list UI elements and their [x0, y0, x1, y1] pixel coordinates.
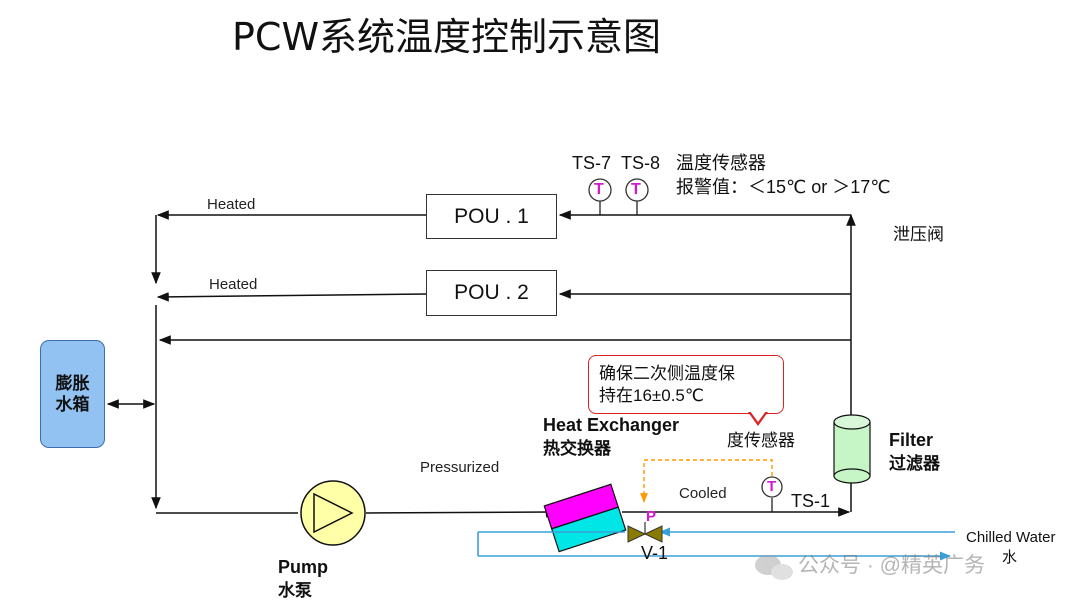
- pump-label-cn: 水泵: [278, 581, 312, 600]
- filter-top: [833, 414, 871, 430]
- heated-label-1: Heated: [207, 196, 256, 213]
- callout-tail-inner: [750, 411, 766, 422]
- heat-exchanger-label-en: Heat Exchanger: [543, 415, 680, 435]
- ts8-sensor-glyph: T: [631, 181, 641, 198]
- pressurized-label: Pressurized: [420, 459, 500, 476]
- ts1-sensor-label: 度传感器: [727, 431, 795, 450]
- ts1-sensor-icon: [761, 476, 783, 498]
- pump-label-en: Pump: [278, 557, 329, 577]
- filter-label-en: Filter: [889, 430, 934, 450]
- heated-label-2: Heated: [209, 276, 258, 293]
- filter-bottom: [833, 468, 871, 484]
- pump-outlet-line: [365, 511, 552, 514]
- page-title: PCW系统温度控制示意图: [232, 15, 662, 59]
- control-valve-v1: [627, 522, 663, 543]
- pump-arrow-icon: [313, 492, 354, 534]
- heat-exchanger-bottom: [550, 506, 627, 553]
- expansion-tank: 膨胀 水箱: [40, 340, 105, 448]
- ts8-label: TS-8: [621, 153, 661, 173]
- sensor-title: 温度传感器: [676, 153, 766, 173]
- valve-left: [627, 525, 647, 543]
- heat-exchanger: [543, 483, 627, 553]
- wechat-logo-icon: [755, 555, 793, 580]
- ts1-sensor-glyph: T: [767, 478, 777, 495]
- ts7-sensor-icon: [588, 178, 612, 202]
- chilled-water-cn-label: 水: [1002, 549, 1018, 566]
- control-signal-line: [640, 459, 773, 503]
- ts8-sensor-icon: [625, 178, 649, 202]
- cooled-label: Cooled: [679, 485, 727, 502]
- valve-right: [643, 525, 663, 543]
- filter: [833, 414, 871, 484]
- ts1-label: TS-1: [791, 491, 831, 511]
- heat-exchanger-label-cn: 热交换器: [543, 439, 611, 458]
- relief-valve-label: 泄压阀: [893, 225, 944, 244]
- filter-label-cn: 过滤器: [889, 454, 940, 473]
- pou2-return-line: [156, 292, 427, 302]
- callout-text: 确保二次侧温度保 持在16±0.5℃: [599, 364, 735, 406]
- valve-label: V-1: [641, 543, 669, 563]
- ts7-label: TS-7: [572, 153, 612, 173]
- pou2-box: POU . 2: [426, 270, 557, 316]
- chilled-water-label: Chilled Water: [966, 529, 1056, 546]
- watermark: 公众号 · @精英广务: [798, 554, 985, 577]
- temperature-callout: 确保二次侧温度保 持在16±0.5℃: [588, 355, 784, 414]
- valve-tag: P: [646, 508, 657, 525]
- filter-body: [833, 421, 871, 477]
- alarm-threshold: 报警值：＜15℃ or ＞17℃: [676, 177, 891, 197]
- pou1-box: POU . 1: [426, 194, 557, 239]
- ts7-sensor-glyph: T: [594, 181, 604, 198]
- expansion-tank-label: 膨胀 水箱: [55, 373, 90, 414]
- pump: [300, 480, 366, 546]
